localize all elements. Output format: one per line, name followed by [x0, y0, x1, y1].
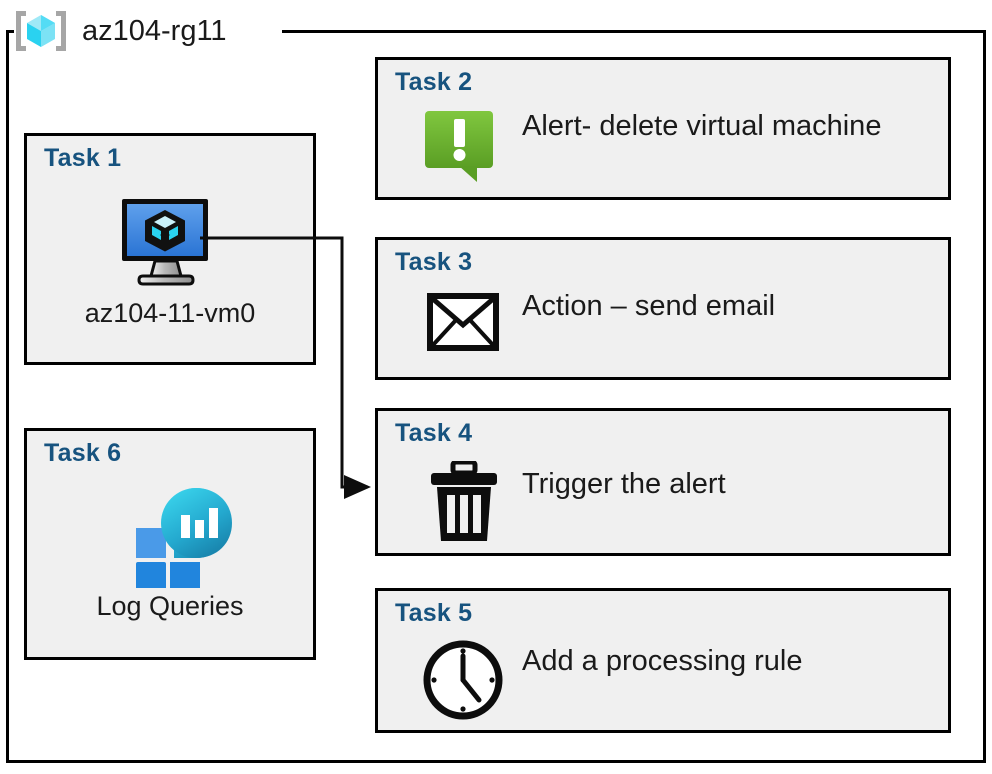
- task-5-caption: Add a processing rule: [522, 645, 803, 677]
- task-6-box[interactable]: Task 6: [24, 428, 316, 660]
- trash-can-icon: [429, 459, 499, 548]
- envelope-icon: [427, 293, 499, 356]
- clock-icon: [421, 638, 505, 727]
- task-2-title: Task 2: [395, 68, 473, 96]
- task-4-box[interactable]: Task 4 Trigger the alert: [375, 408, 951, 556]
- task-5-box[interactable]: Task 5 Add a processing rule: [375, 588, 951, 733]
- task-3-box[interactable]: Task 3 Action – send email: [375, 237, 951, 380]
- task-6-title: Task 6: [44, 439, 122, 467]
- task-2-box[interactable]: Task 2 Alert- delete virtual machine: [375, 57, 951, 200]
- task-1-title: Task 1: [44, 144, 122, 172]
- task-3-title: Task 3: [395, 248, 473, 276]
- task-1-box[interactable]: Task 1: [24, 133, 316, 365]
- task-1-caption: az104-11-vm0: [84, 298, 256, 328]
- task-6-caption: Log Queries: [96, 591, 244, 621]
- resource-group-name: az104-rg11: [82, 14, 227, 47]
- resource-group-frame: [6, 30, 986, 763]
- task-4-caption: Trigger the alert: [522, 468, 726, 500]
- task-5-title: Task 5: [395, 599, 473, 627]
- resource-group-cube-icon: [10, 8, 72, 54]
- task-4-title: Task 4: [395, 419, 473, 447]
- resource-group-header: az104-rg11: [10, 4, 227, 58]
- task-2-caption: Alert- delete virtual machine: [522, 110, 882, 142]
- alert-exclamation-icon: [423, 109, 499, 190]
- log-queries-icon: [128, 486, 244, 593]
- task-3-caption: Action – send email: [522, 290, 776, 322]
- resource-group-label-gap: [14, 16, 282, 46]
- virtual-machine-icon: [119, 196, 223, 293]
